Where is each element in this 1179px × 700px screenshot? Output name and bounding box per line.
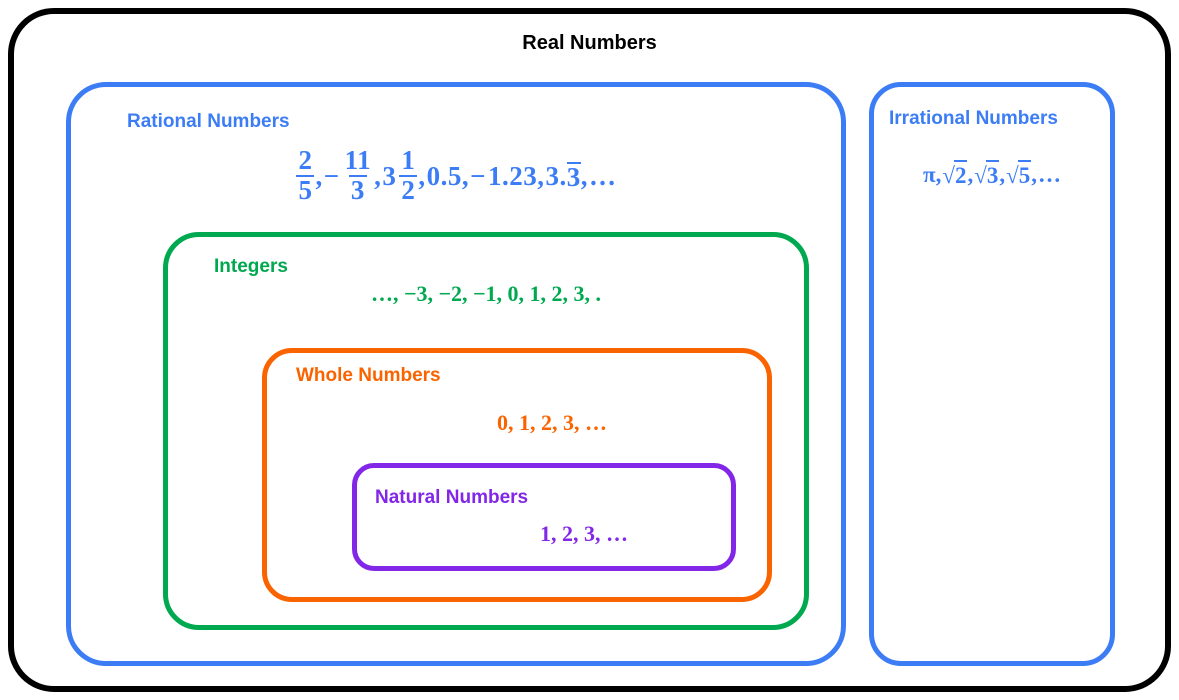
set-boundary-integers (163, 232, 809, 630)
fraction-denominator: 3 (348, 174, 367, 205)
pi-symbol: π (923, 161, 936, 187)
radicand: 2 (953, 160, 968, 189)
mixed-fraction-part: 1 2 (399, 145, 418, 205)
set-boundary-natural-numbers (352, 463, 736, 571)
radicand: 3 (985, 160, 1000, 189)
fraction-numerator: 2 (298, 145, 313, 175)
ellipsis: … (589, 161, 617, 192)
radical-sign-icon: √ (942, 163, 955, 188)
decimal-zero-point-five: 0.5 (426, 161, 462, 192)
set-boundary-real-numbers (8, 8, 1171, 692)
set-examples-rational-numbers: 2 5 , − 11 3 , 3 1 2 , 0.5 , − 1.23 , 3.… (0, 145, 912, 205)
fraction-denominator: 5 (296, 174, 315, 205)
repeating-decimal-head: 3. (545, 161, 567, 192)
repeating-decimal-overbar-digit: 3 (566, 162, 581, 193)
comma: , (935, 161, 942, 187)
radical-sign-icon: √ (974, 163, 987, 188)
decimal-one-point-two-three: 1.23 (488, 161, 538, 192)
set-boundary-irrational-numbers (869, 82, 1115, 666)
radicand: 5 (1017, 160, 1032, 189)
comma: , (580, 161, 589, 192)
fraction-numerator: 1 (401, 145, 416, 175)
fraction-denominator: 2 (399, 174, 418, 205)
set-label-whole-numbers: Whole Numbers (296, 365, 441, 386)
square-root-of-two: √ 2 (942, 160, 968, 189)
page-title: Real Numbers (522, 32, 657, 54)
set-examples-natural-numbers: 1, 2, 3, … (540, 521, 628, 546)
comma: , (1031, 161, 1037, 187)
minus-sign: − (323, 161, 340, 192)
set-examples-irrational-numbers: π , √ 2 , √ 3 , √ 5 , … (869, 160, 1115, 189)
set-examples-whole-numbers: 0, 1, 2, 3, … (497, 410, 607, 435)
comma: , (461, 161, 470, 192)
comma: , (537, 161, 545, 192)
fraction-eleven-thirds: 11 3 (343, 145, 374, 205)
minus-sign: − (470, 161, 487, 192)
comma: , (315, 161, 323, 192)
fraction-two-fifths: 2 5 (296, 145, 315, 205)
set-label-irrational-numbers: Irrational Numbers (889, 108, 1058, 129)
set-label-rational-numbers: Rational Numbers (127, 111, 290, 132)
mixed-whole-part: 3 (382, 161, 397, 192)
radical-sign-icon: √ (1006, 163, 1019, 188)
comma: , (967, 161, 974, 187)
square-root-of-five: √ 5 (1006, 160, 1032, 189)
mixed-number-three-and-one-half: 3 1 2 (382, 145, 418, 205)
square-root-of-three: √ 3 (974, 160, 1000, 189)
set-examples-integers: …, −3, −2, −1, 0, 1, 2, 3, . (370, 281, 602, 306)
ellipsis: … (1037, 161, 1061, 187)
comma: , (418, 161, 426, 192)
comma: , (374, 161, 382, 192)
comma: , (999, 161, 1006, 187)
set-boundary-rational-numbers (66, 82, 846, 666)
fraction-numerator: 11 (344, 145, 372, 175)
set-label-natural-numbers: Natural Numbers (375, 487, 529, 508)
set-boundary-whole-numbers (262, 348, 772, 602)
set-label-integers: Integers (214, 256, 288, 277)
